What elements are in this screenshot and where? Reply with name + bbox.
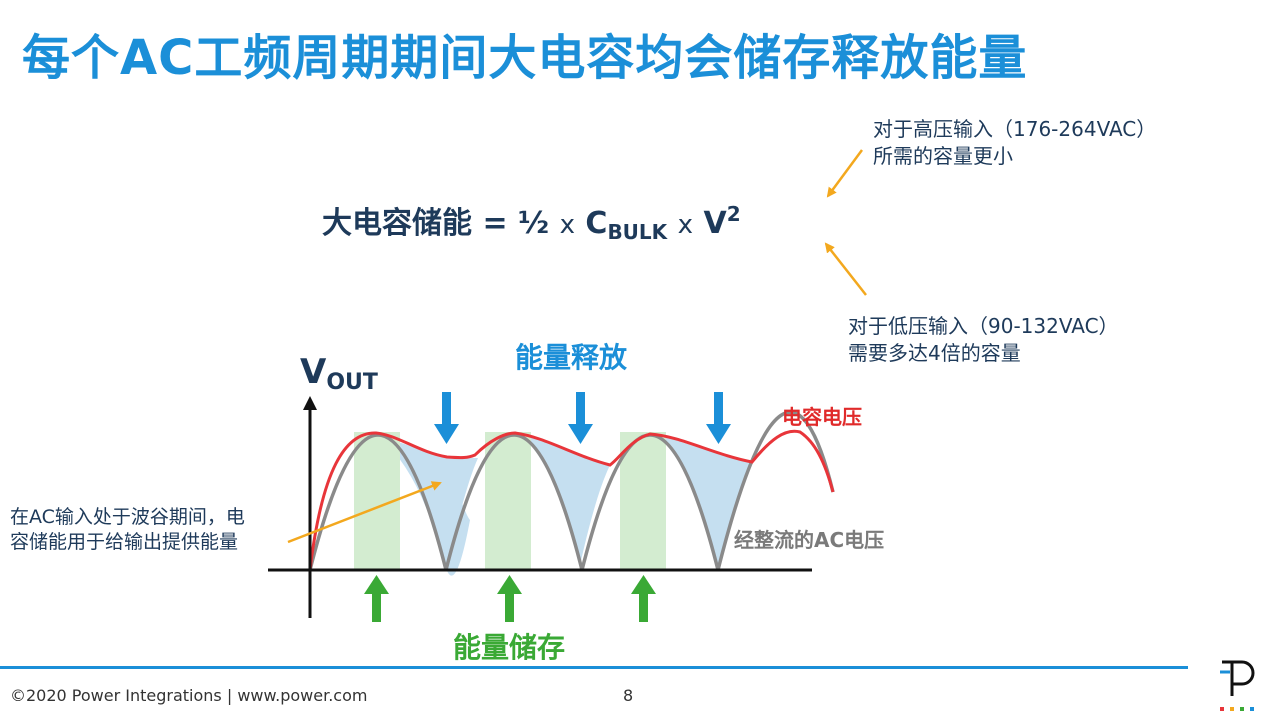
cap-voltage-label: 电容电压 — [782, 405, 862, 429]
annotation-arrow-valley — [287, 481, 442, 544]
release-region-2 — [520, 433, 610, 565]
footer-copyright: ©2020 Power Integrations | www.power.com — [10, 686, 368, 705]
vout-axis-label: VOUT — [300, 352, 378, 395]
note-valley-line1: 在AC输入处于波谷期间，电 — [10, 506, 245, 528]
vout-sub: OUT — [326, 370, 378, 395]
formula-c-sub: BULK — [607, 220, 668, 244]
energy-store-label: 能量储存 — [453, 631, 566, 664]
energy-formula: 大电容储能 = ½ x CBULK x V2 — [322, 198, 741, 244]
page-number: 8 — [623, 686, 634, 705]
annotation-arrow-high — [826, 149, 864, 198]
slide-title: 每个AC工频周期期间大电容均会储存释放能量 — [22, 30, 1028, 86]
release-region-1b — [388, 440, 478, 565]
note-low-voltage: 对于低压输入（90-132VAC） 需要多达4倍的容量 — [848, 313, 1119, 367]
note-valley: 在AC输入处于波谷期间，电 容储能用于给输出提供能量 — [10, 505, 245, 555]
note-high-line1: 对于高压输入（176-264VAC） — [873, 117, 1157, 141]
formula-v-sup: 2 — [726, 202, 741, 226]
release-arrow-3 — [706, 392, 731, 444]
release-arrow-2 — [568, 392, 593, 444]
release-region-3 — [655, 433, 752, 565]
note-high-voltage: 对于高压输入（176-264VAC） 所需的容量更小 — [873, 116, 1156, 170]
formula-half: ½ — [518, 206, 550, 241]
note-valley-line2: 容储能用于给输出提供能量 — [10, 531, 239, 553]
formula-times-1: x — [559, 210, 575, 240]
note-low-line2: 需要多达4倍的容量 — [848, 341, 1021, 365]
formula-v: V2 — [703, 202, 741, 241]
store-region-3 — [620, 432, 666, 570]
note-low-line1: 对于低压输入（90-132VAC） — [848, 314, 1119, 338]
formula-times-2: x — [677, 210, 694, 240]
formula-c: CBULK — [585, 206, 668, 244]
rectified-ac-label: 经整流的AC电压 — [734, 528, 885, 552]
formula-equals: = — [482, 206, 508, 241]
energy-release-label: 能量释放 — [515, 341, 628, 374]
power-integrations-logo-icon — [1220, 660, 1255, 711]
release-arrow-1 — [434, 392, 459, 444]
note-high-line2: 所需的容量更小 — [873, 144, 1013, 168]
cap-voltage-curve — [308, 429, 835, 571]
store-arrow-1 — [364, 575, 389, 622]
store-arrow-3 — [631, 575, 656, 622]
store-region-2 — [485, 432, 531, 570]
formula-lhs: 大电容储能 — [322, 206, 472, 241]
footer-divider — [0, 666, 1188, 669]
annotation-arrow-low — [824, 242, 867, 296]
store-arrow-2 — [497, 575, 522, 622]
